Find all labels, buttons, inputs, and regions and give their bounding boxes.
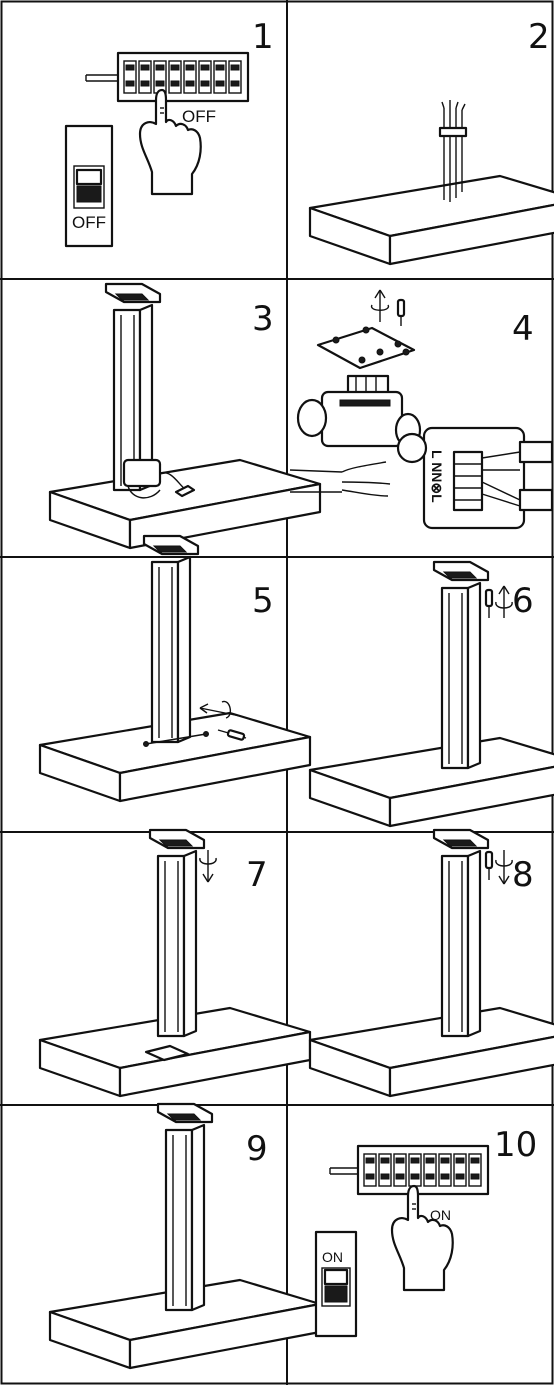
bollard-post-icon (432, 560, 490, 770)
base-screws-icon (143, 731, 209, 747)
junction-box-icon (122, 458, 196, 499)
step-3-panel: 3 (48, 282, 322, 550)
bollard-post-icon (148, 828, 206, 1038)
power-cable-icon (289, 461, 391, 497)
screwdriver-rotate-icon (484, 585, 513, 618)
bollard-post-icon (432, 828, 490, 1038)
bollard-post-icon (156, 1102, 214, 1312)
step-7-panel: 7 (38, 828, 312, 1098)
breaker-off-label: OFF (72, 213, 106, 232)
screwdriver-rotate-icon (371, 289, 406, 326)
mounting-plate-icon (144, 1044, 190, 1062)
terminal-strip-icon (85, 51, 250, 103)
pointing-hand-icon (390, 1184, 454, 1292)
step-10-panel: 10 ON ON (314, 1125, 537, 1338)
base-slab-icon (48, 458, 322, 550)
base-slab-icon (308, 1006, 554, 1098)
step-1-panel: 1 OFF OFF (64, 17, 274, 248)
step-8-panel: 8 (308, 828, 554, 1098)
pointing-hand-icon (138, 88, 202, 196)
wiring-terminal-box-icon: L NN⊗L (396, 426, 554, 530)
step-8-number: 8 (512, 855, 534, 895)
screwdriver-rotate-icon (484, 850, 513, 885)
step-3-number: 3 (252, 299, 274, 339)
step-1-number: 1 (252, 17, 274, 57)
step-7-number: 7 (246, 855, 268, 895)
step-4-number: 4 (512, 309, 534, 349)
step-2-panel: 2 (308, 17, 554, 266)
step-5-panel: 5 (38, 534, 312, 803)
breaker-on-icon (314, 1230, 358, 1338)
step-6-panel: 6 (308, 560, 554, 828)
step-6-number: 6 (512, 581, 534, 621)
base-slab-icon (308, 736, 554, 828)
screwdriver-rotate-icon (199, 700, 247, 741)
step-2-number: 2 (528, 17, 550, 57)
step-10-number: 10 (494, 1125, 537, 1165)
cable-bundle-icon (438, 100, 468, 202)
base-slab-icon (308, 174, 554, 266)
bollard-post-icon (142, 534, 200, 744)
step-5-number: 5 (252, 581, 274, 621)
breaker-on-label: ON (322, 1249, 343, 1265)
switch-on-label: ON (430, 1207, 451, 1223)
step-9-panel: 9 (48, 1102, 322, 1370)
rotate-down-icon (199, 850, 217, 883)
junction-box-exploded-icon (296, 326, 422, 448)
switch-off-label: OFF (182, 107, 216, 126)
terminal-polarity-label: L NN⊗L (429, 450, 445, 503)
step-4-panel: 4 (289, 289, 554, 530)
terminal-strip-icon (329, 1144, 490, 1196)
step-9-number: 9 (246, 1129, 268, 1169)
